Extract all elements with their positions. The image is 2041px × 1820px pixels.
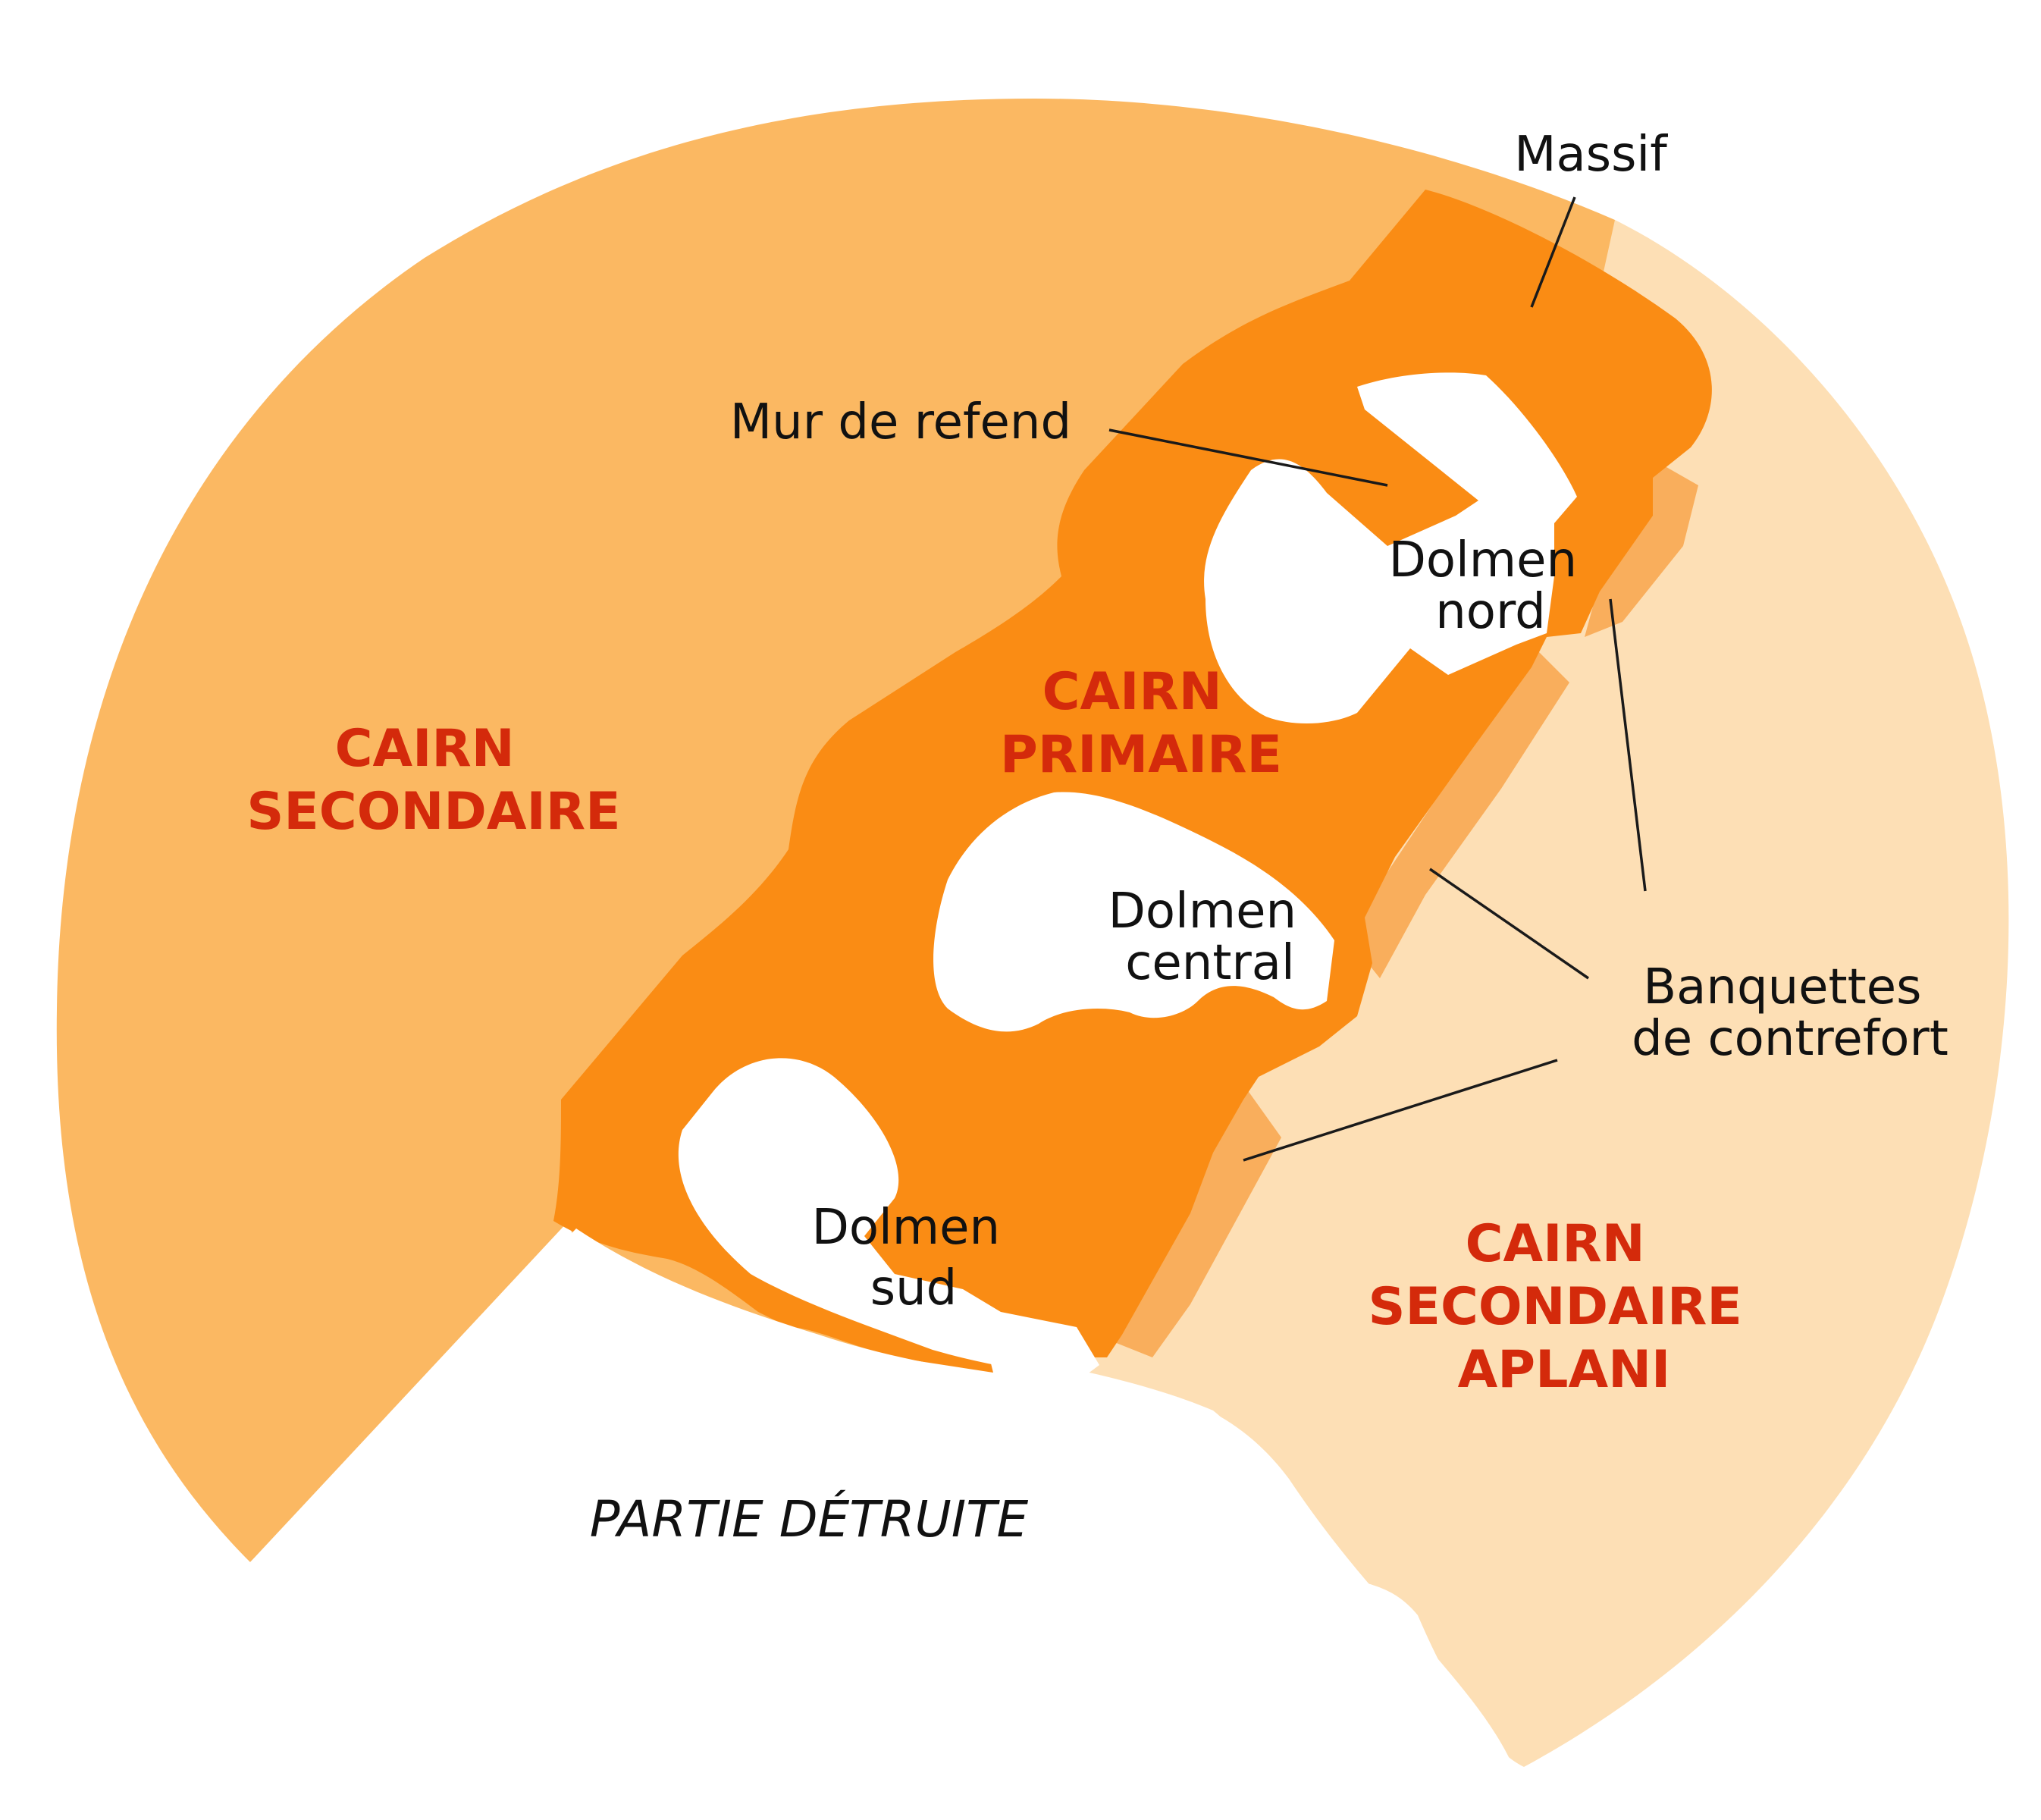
leader-banquette-centrale <box>1429 868 1589 980</box>
cairn-secondaire-aplani-title-line-1: CAIRN <box>1466 1214 1645 1274</box>
banquettes-de-contrefort <box>1115 455 1698 1357</box>
leader-massif <box>1530 196 1576 308</box>
dolmen-nord-label-line-2: nord <box>1435 584 1546 640</box>
banquettes-label-line-2: de contrefort <box>1632 1011 1949 1067</box>
cairn-secondaire-aplani-title-line-2: SECONDAIRE <box>1369 1277 1742 1337</box>
leader-banquette-nord <box>1609 598 1647 892</box>
cairn-secondaire-title-line-1: CAIRN <box>335 719 515 779</box>
dolmen-sud-label-line-1: Dolmen <box>812 1200 1001 1256</box>
dolmen-nord-chamber <box>1204 372 1577 724</box>
cairn-primaire-title: CAIRN PRIMAIRE <box>1000 662 1282 785</box>
cairn-secondaire-title-line-2: SECONDAIRE <box>246 782 620 842</box>
leader-lines <box>1108 196 1647 1162</box>
banquettes-label: Banquettes de contrefort <box>1632 959 1949 1067</box>
dolmen-sud-chamber <box>678 1058 1099 1376</box>
cairn-secondaire-aplani-area <box>1054 220 2009 1767</box>
partie-detruite-title: PARTIE DÉTRUITE <box>590 1489 1029 1549</box>
massif-label: Massif <box>1514 127 1668 183</box>
partie-detruite-area <box>0 1228 1532 1820</box>
mur-de-refend-label: Mur de refend <box>730 394 1071 450</box>
banquette-sud <box>1115 1084 1281 1357</box>
cairn-secondaire-aplani-title-line-3: APLANI <box>1458 1340 1671 1400</box>
dolmen-sud-label: Dolmen sud <box>812 1200 1016 1316</box>
cairn-primaire-title-line-2: PRIMAIRE <box>1000 725 1282 785</box>
dolmen-central-chamber <box>933 792 1334 1032</box>
dolmen-nord-label-line-1: Dolmen <box>1389 532 1578 588</box>
dolmen-nord-label: Dolmen nord <box>1389 532 1593 640</box>
leader-mur-de-refend <box>1108 428 1388 487</box>
dolmen-central-label-line-1: Dolmen <box>1108 883 1297 940</box>
dolmen-central-label: Dolmen central <box>1108 883 1312 991</box>
leader-banquette-sud <box>1243 1059 1558 1162</box>
cairn-secondaire-title: CAIRN SECONDAIRE <box>246 719 620 842</box>
banquettes-label-line-1: Banquettes <box>1643 959 1921 1015</box>
chambers <box>678 372 1577 1376</box>
cairn-secondaire-aplani-title: CAIRN SECONDAIRE APLANI <box>1369 1214 1760 1400</box>
banquette-nord <box>1585 455 1698 637</box>
cairn-primaire-title-line-1: CAIRN <box>1042 662 1222 722</box>
cairn-primaire-area <box>553 190 1712 1373</box>
dolmen-central-label-line-2: central <box>1125 935 1295 991</box>
banquette-centrale <box>1350 645 1569 978</box>
dolmen-sud-label-line-2: sud <box>870 1260 958 1316</box>
